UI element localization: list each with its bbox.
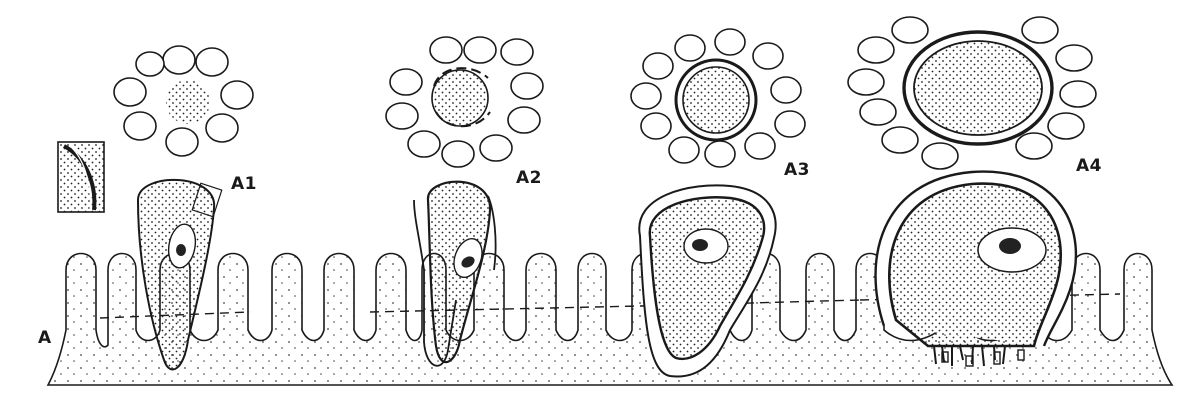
label-a2: A2 <box>516 168 542 188</box>
stage-a1-top-view <box>114 46 253 156</box>
stage-a2-top-view <box>386 37 543 167</box>
label-a4: A4 <box>1076 156 1102 176</box>
label-a1: A1 <box>231 174 257 194</box>
label-a: A <box>38 328 52 348</box>
stage-a4-gland-section <box>876 172 1076 366</box>
label-a3: A3 <box>784 160 810 180</box>
stage-a3-top-view <box>631 29 805 167</box>
stage-a4-top-view <box>848 17 1096 169</box>
